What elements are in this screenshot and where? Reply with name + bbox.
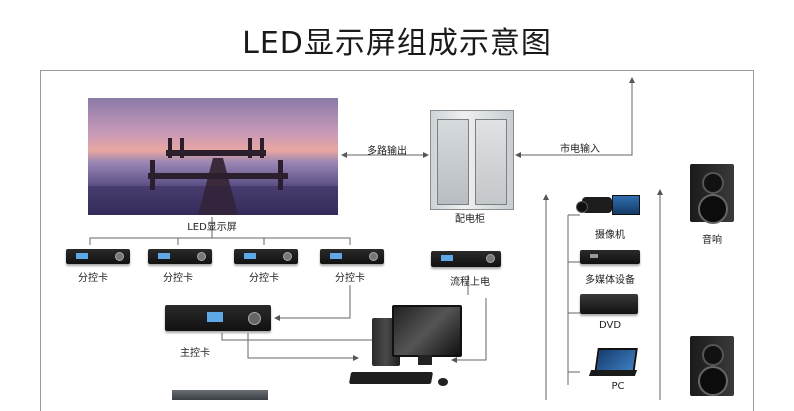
pc-monitor-stand [418, 355, 432, 365]
led-screen [88, 98, 338, 215]
sub-control-card-2 [148, 249, 212, 264]
pier-image [88, 138, 338, 215]
distribution-cabinet [430, 110, 514, 210]
sub-control-card-1 [66, 249, 130, 264]
camera-label: 摄像机 [595, 230, 625, 241]
process-power-label: 流程上电 [450, 277, 490, 288]
sub-card-label-2: 分控卡 [163, 273, 193, 284]
pc-keyboard [348, 372, 434, 384]
sub-control-card-3 [234, 249, 298, 264]
sub-card-label-3: 分控卡 [249, 273, 279, 284]
pc-label: PC [611, 381, 625, 392]
main-control-card [165, 305, 271, 331]
main-card-label: 主控卡 [180, 348, 210, 359]
dvd-player [580, 294, 638, 314]
diagram-frame [40, 70, 754, 411]
multi-output-label: 多路输出 [367, 146, 407, 157]
pc-monitor [392, 305, 462, 357]
laptop [588, 348, 638, 376]
dvd-label: DVD [598, 320, 622, 331]
speaker-top [690, 164, 734, 224]
sub-card-label-1: 分控卡 [78, 273, 108, 284]
sub-control-card-4 [320, 249, 384, 264]
speaker-bottom [690, 336, 734, 396]
mains-input-label: 市电输入 [560, 144, 600, 155]
connector-lines [89, 77, 663, 400]
pc-mouse [438, 378, 448, 386]
process-power-device [431, 251, 501, 267]
sub-card-label-4: 分控卡 [335, 273, 365, 284]
multimedia-label: 多媒体设备 [585, 275, 635, 286]
multimedia-device [580, 250, 640, 264]
led-screen-label: LED显示屏 [187, 222, 237, 233]
rack-unit [172, 390, 268, 400]
camcorder [576, 193, 640, 217]
speaker-label: 音响 [702, 235, 722, 246]
cabinet-label: 配电柜 [455, 214, 485, 225]
diagram-title: LED显示屏组成示意图 [242, 26, 552, 61]
